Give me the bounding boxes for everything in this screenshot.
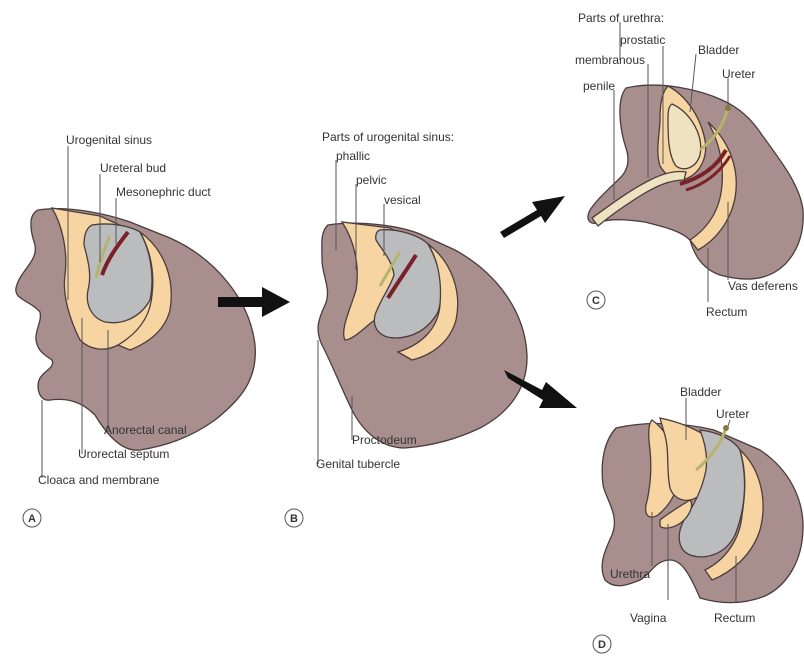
label-genital-tubercle: Genital tubercle [316, 457, 400, 471]
label-vagina: Vagina [630, 611, 667, 625]
label-prostatic: prostatic [620, 33, 665, 47]
label-proctodeum: Proctodeum [352, 433, 417, 447]
label-urethra-heading: Parts of urethra: [578, 11, 664, 25]
label-phallic: phallic [336, 149, 370, 163]
label-vas-deferens: Vas deferens [728, 279, 798, 293]
label-urethra-d: Urethra [610, 567, 650, 581]
label-urogenital-sinus: Urogenital sinus [66, 133, 152, 147]
panel-a: Urogenital sinus Ureteral bud Mesonephri… [16, 133, 255, 527]
panel-d: Bladder Ureter Urethra Vagina Rectum D [593, 385, 803, 653]
label-urorectal-septum: Urorectal septum [78, 447, 169, 461]
label-bladder-d: Bladder [680, 385, 721, 399]
label-membranous: membranous [575, 53, 645, 67]
label-ureter-c: Ureter [722, 67, 755, 81]
badge-a: A [28, 513, 36, 525]
label-ureteral-bud: Ureteral bud [100, 161, 166, 175]
badge-d: D [598, 639, 606, 651]
label-penile: penile [583, 79, 615, 93]
label-cloaca-membrane: Cloaca and membrane [38, 473, 160, 487]
label-ureter-d: Ureter [716, 407, 749, 421]
label-rectum-c: Rectum [706, 305, 747, 319]
label-bladder-c: Bladder [698, 43, 739, 57]
label-vesical: vesical [384, 193, 421, 207]
panel-b: Parts of urogenital sinus: phallic pelvi… [285, 130, 527, 527]
panel-c: Parts of urethra: prostatic membranous p… [575, 11, 803, 319]
panel-a-sinus [84, 224, 152, 323]
label-pelvic: pelvic [356, 173, 387, 187]
badge-c: C [592, 295, 600, 307]
label-rectum-d: Rectum [714, 611, 755, 625]
badge-b: B [290, 513, 298, 525]
arrow-b-to-c [500, 196, 565, 238]
label-ug-sinus-heading: Parts of urogenital sinus: [322, 130, 454, 144]
label-mesonephric-duct: Mesonephric duct [116, 185, 211, 199]
label-anorectal-canal: Anorectal canal [104, 423, 187, 437]
